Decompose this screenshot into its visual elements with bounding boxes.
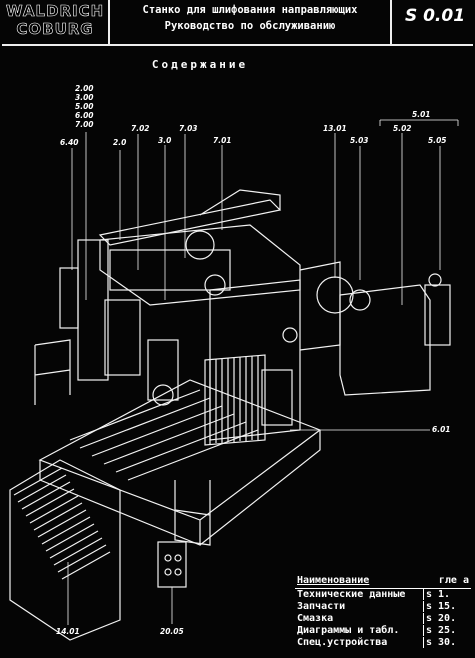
header-divider-right [390, 0, 392, 44]
toc-row-page: s 20. [423, 613, 456, 624]
toc-row-name: Спец.устройства [297, 637, 388, 648]
left-guard-rail [34, 339, 71, 405]
label-3-0: 3.0 [158, 136, 172, 145]
toc-row-page: s 1. [423, 589, 450, 600]
toc-row-name: Технические данные [297, 589, 406, 600]
title-line-2: Руководство по обслуживанию [164, 20, 336, 32]
gear-motor [185, 230, 215, 260]
label-20-05: 20.05 [160, 627, 184, 636]
left-bellows [9, 459, 121, 641]
right-guard-rail [174, 480, 211, 546]
toc-row: Диаграммы и табл. s 25. [295, 625, 471, 637]
waldrich-coburg-logo: WALDRICH COBURG [6, 2, 104, 40]
support-arm [98, 189, 282, 246]
toc-header-name: Наименование [297, 575, 370, 586]
title-line-1: Станко для шлифования направляющих [142, 4, 358, 16]
label-7-00: 7.00 [75, 120, 94, 129]
hydraulic-unit [339, 284, 431, 396]
toc-row-page: s 25. [423, 625, 456, 636]
logo-line-2: COBURG [16, 20, 94, 39]
header-divider-left [108, 0, 110, 44]
table-of-contents: Наименование гле а Технические данные s … [295, 575, 471, 649]
logo-line-1: WALDRICH [6, 2, 105, 21]
toc-row: Технические данные s 1. [295, 589, 471, 601]
label-2-00: 2.00 [75, 84, 94, 93]
label-3-00: 3.00 [75, 93, 94, 102]
label-6-01: 6.01 [432, 425, 451, 434]
beam-front [109, 249, 231, 291]
column-bellows [204, 354, 266, 446]
leader-lines [67, 119, 459, 625]
document-title: Станко для шлифования направляющих Руков… [114, 2, 386, 34]
label-7-03: 7.03 [179, 124, 198, 133]
label-6-40: 6.40 [60, 138, 79, 147]
document-number: S 0.01 [404, 6, 466, 26]
toc-row-page: s 15. [423, 601, 456, 612]
label-5-01: 5.01 [412, 110, 431, 119]
toc-header: Наименование гле а [295, 575, 471, 589]
control-pendant [157, 541, 187, 588]
left-cabinet [59, 267, 79, 329]
label-6-00: 6.00 [75, 111, 94, 120]
page-header: WALDRICH COBURG Станко для шлифования на… [2, 0, 473, 46]
toc-row-page: s 30. [423, 637, 456, 648]
machine-bed [38, 379, 322, 546]
hydraulic-pump [316, 276, 354, 314]
toc-header-page: гле а [438, 575, 469, 586]
crossbeam [99, 224, 301, 306]
left-column [77, 239, 109, 381]
label-14-01: 14.01 [56, 627, 80, 636]
label-7-02: 7.02 [131, 124, 150, 133]
toc-row: Спец.устройства s 30. [295, 637, 471, 649]
right-column [209, 279, 301, 441]
label-5-05: 5.05 [428, 136, 447, 145]
toc-row-name: Диаграммы и табл. [297, 625, 400, 636]
toc-row: Запчасти s 15. [295, 601, 471, 613]
contents-heading: Содержание [151, 58, 249, 71]
label-5-02: 5.02 [393, 124, 412, 133]
toc-row: Смазка s 20. [295, 613, 471, 625]
label-2-0: 2.0 [113, 138, 127, 147]
grinding-head [147, 339, 179, 401]
label-5-03: 5.03 [350, 136, 369, 145]
toc-row-name: Смазка [297, 613, 334, 624]
label-5-00: 5.00 [75, 102, 94, 111]
label-13-01: 13.01 [323, 124, 347, 133]
label-7-01: 7.01 [213, 136, 232, 145]
table-slats [69, 389, 259, 481]
side-motor [261, 369, 293, 426]
toc-row-name: Запчасти [297, 601, 346, 612]
